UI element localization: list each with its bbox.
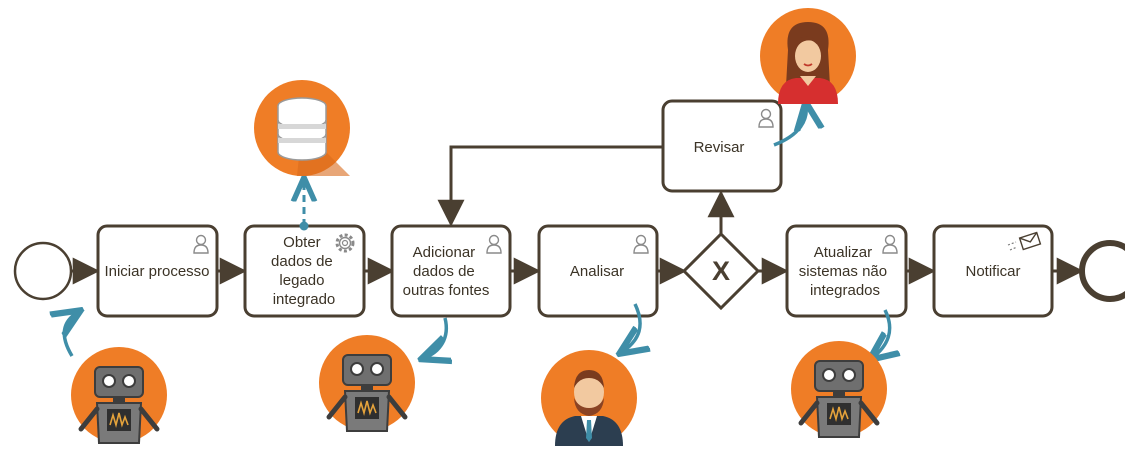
sequence-flows	[72, 145, 1084, 285]
task-adicionar[interactable]: Adicionar dados de outras fontes	[390, 224, 512, 318]
robot-icon	[319, 335, 415, 431]
end-event[interactable]	[1079, 240, 1125, 302]
man-avatar-icon	[541, 350, 637, 446]
task-label: Revisar	[694, 139, 745, 156]
association-adicionar-robot	[424, 317, 446, 358]
task-analisar[interactable]: Analisar	[537, 224, 659, 318]
task-iniciar[interactable]: Iniciar processo	[96, 224, 219, 318]
robot-icon	[791, 341, 887, 437]
start-event[interactable]	[13, 241, 73, 301]
gear-icon	[335, 233, 355, 253]
task-notificar[interactable]: Notificar	[932, 224, 1054, 318]
robot-icon	[71, 347, 167, 443]
flow-revisar-to-adicionar	[437, 145, 663, 227]
association-anchor-dot	[299, 221, 309, 231]
task-revisar[interactable]: Revisar	[661, 99, 783, 193]
task-label: Adicionar dados de outras fontes	[403, 244, 490, 299]
association-atualizar-robot	[872, 309, 890, 358]
association-arrows	[64, 105, 889, 358]
task-label: Atualizar sistemas não integrados	[799, 244, 892, 299]
database-icon	[254, 80, 350, 176]
task-label: Analisar	[570, 263, 624, 280]
association-analisar-man	[622, 303, 640, 352]
exclusive-gateway[interactable]: X	[681, 231, 761, 311]
task-atualizar[interactable]: Atualizar sistemas não integrados	[785, 224, 908, 318]
gateway-symbol: X	[712, 256, 730, 286]
task-obter[interactable]: Obter dados de legado integrado	[243, 224, 366, 318]
task-label: Obter dados de legado integrado	[271, 234, 337, 308]
task-label: Notificar	[965, 263, 1020, 280]
woman-avatar-icon	[760, 8, 856, 104]
association-revisar-woman	[773, 105, 806, 147]
task-label: Iniciar processo	[104, 263, 209, 280]
association-robot-iniciar	[64, 312, 78, 357]
envelope-icon	[1007, 231, 1042, 251]
